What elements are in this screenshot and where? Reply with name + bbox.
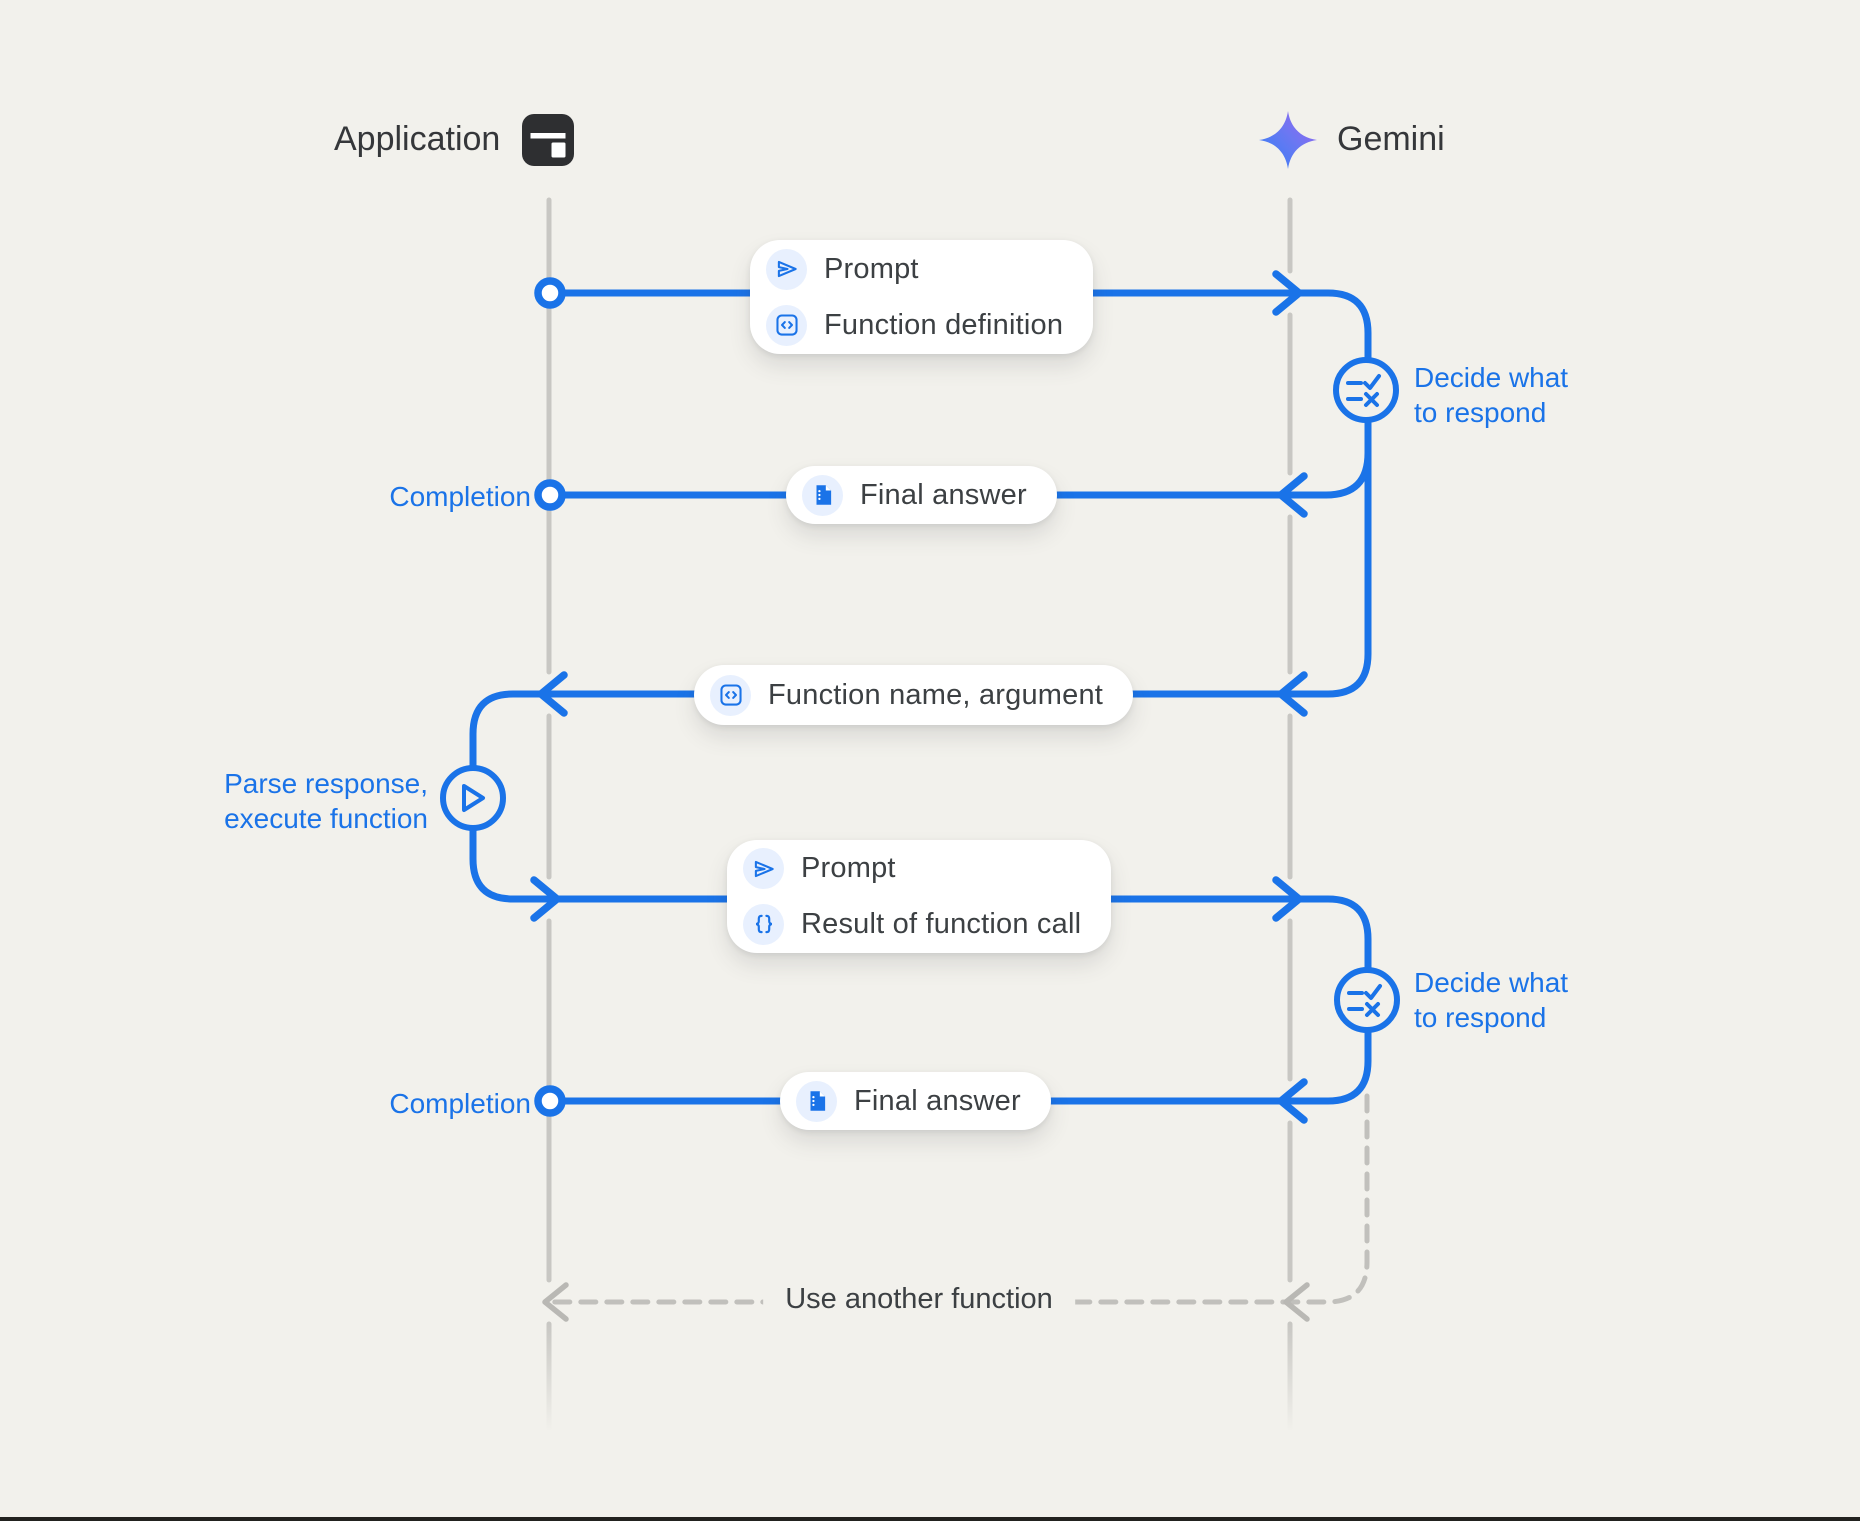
origin-circle-request1 [534,277,566,309]
terminator-circle-completion1 [534,479,566,511]
annotation-line: Decide what [1414,967,1569,998]
loop-arrowhead-application [542,1282,569,1322]
application-participant-label: Application [334,120,501,158]
message-pill-function-call: Function name, argument [694,665,1134,725]
gemini-star-icon [1257,109,1319,176]
rule-icon [1347,984,1382,1017]
message-label: Prompt [824,252,919,285]
message-label: Final answer [854,1084,1021,1117]
code-box-icon [710,674,751,716]
final-answer-1-path [558,449,1372,499]
arrowhead-request2-gemini [1272,876,1303,922]
loop-arrowhead-gemini [1283,1282,1310,1322]
decide-node-2 [1334,967,1400,1033]
code-box-icon [766,304,807,346]
decide-annotation-1: Decide what to respond [1414,360,1568,430]
message-pill-request1: Prompt Function definition [750,240,1094,354]
message-label: Final answer [860,478,1027,511]
play-icon [462,784,485,812]
send-icon [743,848,784,890]
loop-dashed-path [549,1093,1370,1305]
message-label: Result of function call [801,907,1082,940]
decide-node-1 [1333,357,1399,423]
message-pill-final-answer-2: Final answer [780,1072,1051,1130]
annotation-line: Decide what [1414,362,1569,393]
message-label: Prompt [801,852,896,885]
braces-icon [743,903,784,945]
message-label: Function name, argument [768,678,1104,711]
message-row: Prompt [766,242,1063,296]
parse-node [440,765,506,831]
loop-label: Use another function [763,1283,1075,1316]
annotation-line: Parse response, [224,768,428,799]
annotation-line: execute function [224,803,428,834]
flow-arrowheads [530,270,1308,1124]
terminator-circle-completion2 [534,1085,566,1117]
annotation-line: to respond [1414,1002,1547,1033]
app-window-icon [522,114,574,171]
completion-label-1: Completion [389,481,531,512]
message-row: Final answer [796,1074,1021,1128]
message-row: Prompt [743,842,1081,896]
document-icon [802,474,843,516]
parse-annotation: Parse response, execute function [180,766,428,836]
completion-label-2: Completion [389,1088,531,1119]
gemini-participant-label: Gemini [1337,120,1445,158]
arrowhead-request2-application [530,876,561,922]
message-pill-request2: Prompt Result of function call [727,840,1112,953]
document-icon [796,1080,837,1122]
annotation-line: to respond [1414,397,1547,428]
arrowhead-function-call-application [537,671,568,717]
arrowhead-final-answer-1 [1277,472,1308,518]
message-label: Function definition [824,308,1064,341]
send-icon [766,248,807,290]
arrowhead-final-answer-2 [1277,1078,1308,1124]
arrowhead-function-call-gemini [1277,671,1308,717]
rule-icon [1346,374,1381,407]
message-row: Result of function call [743,897,1081,951]
decide-annotation-2: Decide what to respond [1414,965,1568,1035]
message-row: Function name, argument [710,668,1103,722]
arrowhead-request1 [1272,270,1303,316]
bottom-edge [0,1517,1860,1521]
message-pill-final-answer-1: Final answer [786,466,1057,524]
message-row: Final answer [802,468,1027,522]
message-row: Function definition [766,298,1063,352]
